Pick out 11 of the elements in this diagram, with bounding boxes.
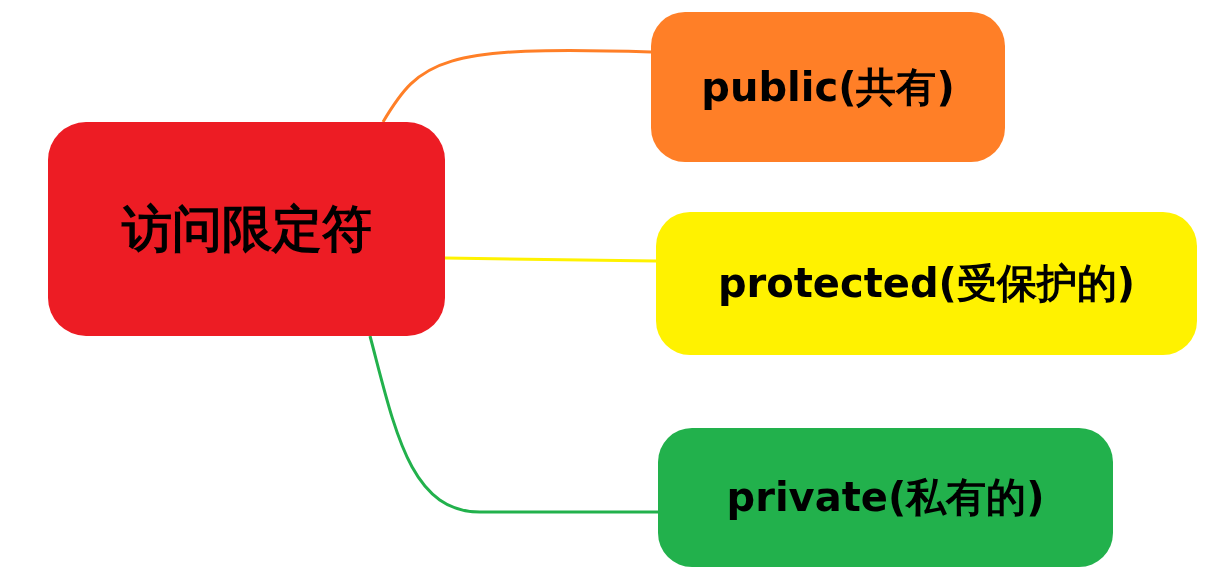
branch-topic-box [651,12,1005,162]
topic-text: protected(受保护的) [717,259,1136,308]
connector-line [368,335,658,514]
topic-text: 访问限定符 [121,198,372,260]
connector-line [444,256,657,263]
connector-line [381,48,652,123]
topic-text: private(私有的) [726,473,1045,522]
root-topic-box [48,122,445,336]
branch-topic-box [658,428,1113,567]
branch-topic-box [656,212,1197,355]
topic-text: public(共有) [701,62,955,112]
